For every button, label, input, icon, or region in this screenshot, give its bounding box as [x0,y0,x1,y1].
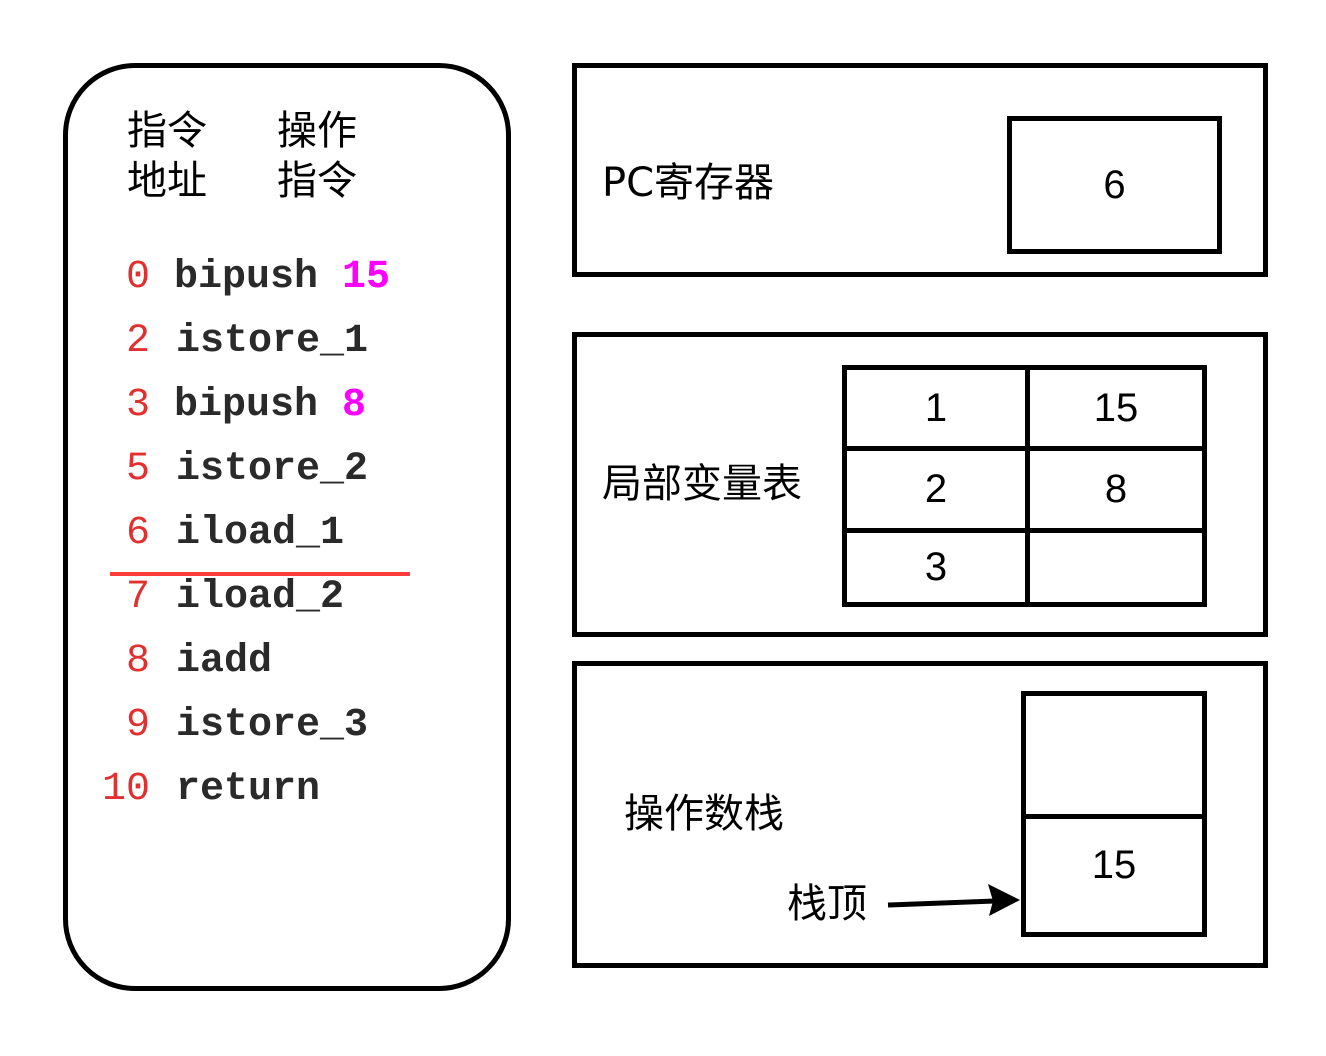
instruction-line: 3 bipush 8 [90,374,510,438]
instruction-operand: 8 [342,383,367,428]
instruction-panel [63,63,511,991]
current-instruction-marker [110,572,410,576]
instruction-opcode: istore_1 [176,319,369,364]
stack-top-label: 栈顶 [787,881,867,927]
instruction-line: 10 return [90,758,510,822]
lvt-row: 3 [847,533,1202,602]
stack-top-arrow-icon [887,884,1020,916]
lvt-divider [847,446,1202,451]
lvt-divider [847,528,1202,533]
stack-slot: 15 [1091,843,1137,887]
local-variable-table-panel [572,332,1268,637]
instruction-opcode: return [176,767,321,812]
instruction-opcode: iload_1 [176,511,345,556]
instruction-opcode: bipush 8 [174,383,367,428]
instruction-address: 8 [125,639,150,684]
stack-slot [1026,696,1202,814]
local-variable-table: 1 15 2 8 3 [842,365,1207,607]
instruction-opcode: istore_3 [176,703,369,748]
operand-stack: 15 [1021,691,1207,937]
lvt-value: 8 [1104,467,1128,511]
instruction-address: 0 [125,255,150,300]
lvt-value: 15 [1093,385,1139,430]
instruction-opcode: istore_2 [176,447,369,492]
instruction-line: 7 iload_2 [90,566,510,630]
lvt-value [1025,533,1202,602]
lvt-slot: 2 [924,467,948,511]
header-col1-line1: 指令 [127,108,207,154]
instruction-line: 9 istore_3 [90,694,510,758]
header-operation-instruction: 操作 指令 [277,106,357,206]
instruction-address: 9 [125,703,150,748]
instruction-line: 5 istore_2 [90,438,510,502]
instruction-address: 3 [125,383,150,428]
instruction-address: 2 [125,319,150,364]
instruction-opcode: iadd [176,639,273,684]
instruction-line: 0 bipush 15 [90,246,510,310]
instruction-line: 8 iadd [90,630,510,694]
header-col2-line1: 操作 [277,108,357,154]
instruction-operand: 15 [342,255,391,300]
lvt-slot: 1 [924,385,948,430]
instruction-address: 10 [101,767,150,812]
stack-divider [1026,814,1202,819]
instruction-opcode: bipush 15 [174,255,391,300]
instruction-line: 6 iload_1 [90,502,510,566]
lvt-column-divider [1025,370,1030,602]
lvt-slot: 3 [924,545,948,589]
pc-register-label: PC寄存器 [602,160,775,206]
header-col1-line2: 地址 [127,158,207,204]
instruction-address: 7 [125,575,150,620]
instruction-address: 5 [125,447,150,492]
lvt-row: 1 15 [847,370,1202,446]
pc-register-panel [572,63,1268,277]
operand-stack-label: 操作数栈 [624,791,784,837]
header-col2-line2: 指令 [277,158,357,204]
pc-register-value: 6 [1007,116,1222,254]
local-variable-table-label: 局部变量表 [602,461,802,507]
instruction-line: 2 istore_1 [90,310,510,374]
lvt-row: 2 8 [847,451,1202,528]
instruction-address: 6 [125,511,150,556]
instruction-opcode: iload_2 [176,575,345,620]
header-instruction-address: 指令 地址 [127,106,207,206]
